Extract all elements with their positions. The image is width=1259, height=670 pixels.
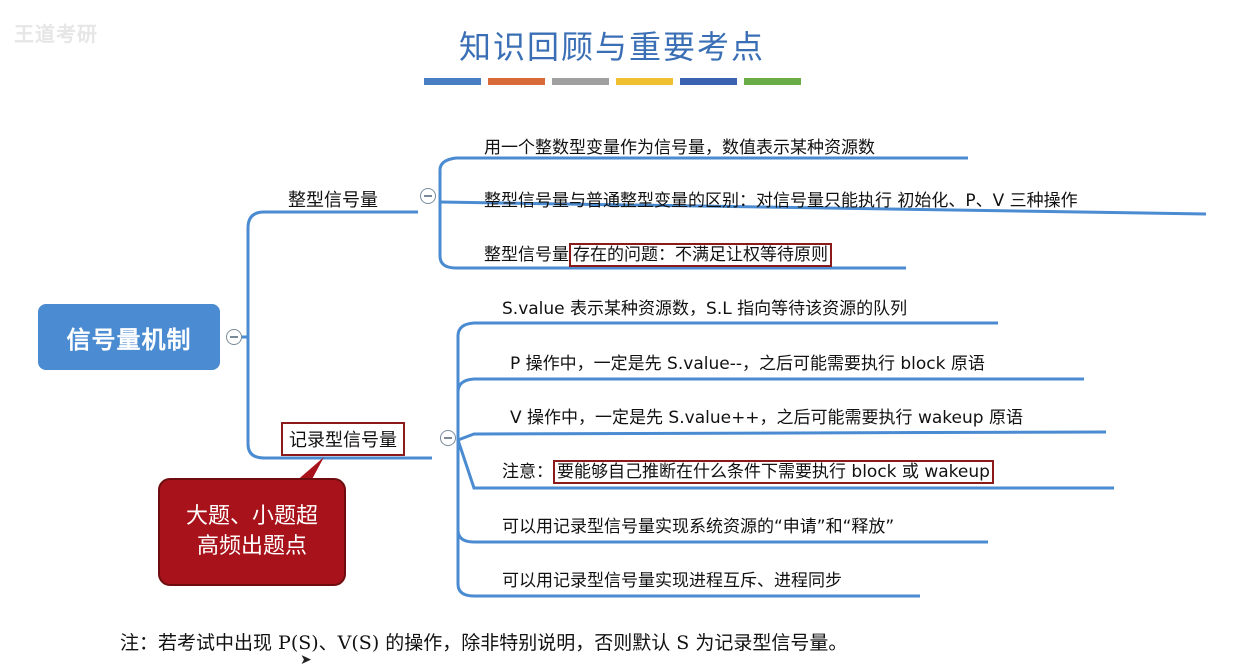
branch-integer-semaphore[interactable]: 整型信号量 <box>288 190 378 211</box>
leaf-record-1: S.value 表示某种资源数，S.L 指向等待该资源的队列 <box>502 299 908 319</box>
branch-record-semaphore[interactable]: 记录型信号量 <box>281 422 405 456</box>
leaf-integer-2: 整型信号量与普通整型变量的区别：对信号量只能执行 初始化、P、V 三种操作 <box>484 191 1078 211</box>
collapse-icon[interactable] <box>440 430 456 446</box>
collapse-icon[interactable] <box>226 329 242 345</box>
footnote: 注：若考试中出现 P(S)、V(S) 的操作，除非特别说明，否则默认 S 为记录… <box>120 632 848 654</box>
leaf-integer-1: 用一个整数型变量作为信号量，数值表示某种资源数 <box>484 138 875 158</box>
leaf-record-3: V 操作中，一定是先 S.value++，之后可能需要执行 wakeup 原语 <box>510 408 1023 428</box>
leaf-prefix: 整型信号量 <box>484 245 569 265</box>
callout-box: 大题、小题超 高频出题点 <box>158 478 346 586</box>
color-bar-segment <box>680 78 737 85</box>
highlight-box: 要能够自己推断在什么条件下需要执行 block 或 wakeup <box>553 460 994 484</box>
callout-line-1: 大题、小题超 <box>185 504 318 529</box>
color-bar-segment <box>616 78 673 85</box>
callout-line-2: 高频出题点 <box>196 534 307 559</box>
leaf-record-4: 注意：要能够自己推断在什么条件下需要执行 block 或 wakeup <box>502 457 994 484</box>
mouse-cursor-icon: ➤ <box>300 652 312 668</box>
leaf-prefix: 注意： <box>502 462 553 482</box>
root-node[interactable]: 信号量机制 <box>38 304 220 370</box>
color-bar-segment <box>424 78 481 85</box>
page-title: 知识回顾与重要考点 <box>458 28 765 66</box>
leaf-record-6: 可以用记录型信号量实现进程互斥、进程同步 <box>502 571 842 591</box>
watermark: 王道考研 <box>14 22 98 46</box>
leaf-record-5: 可以用记录型信号量实现系统资源的“申请”和“释放” <box>502 517 895 537</box>
color-bar-segment <box>744 78 801 85</box>
highlight-box: 存在的问题：不满足让权等待原则 <box>569 243 832 267</box>
leaf-record-2: P 操作中，一定是先 S.value--，之后可能需要执行 block 原语 <box>510 354 985 374</box>
callout-pointer <box>294 457 324 483</box>
color-bar-segment <box>488 78 545 85</box>
color-bar-segment <box>552 78 609 85</box>
leaf-integer-3: 整型信号量存在的问题：不满足让权等待原则 <box>484 240 832 267</box>
collapse-icon[interactable] <box>420 188 436 204</box>
